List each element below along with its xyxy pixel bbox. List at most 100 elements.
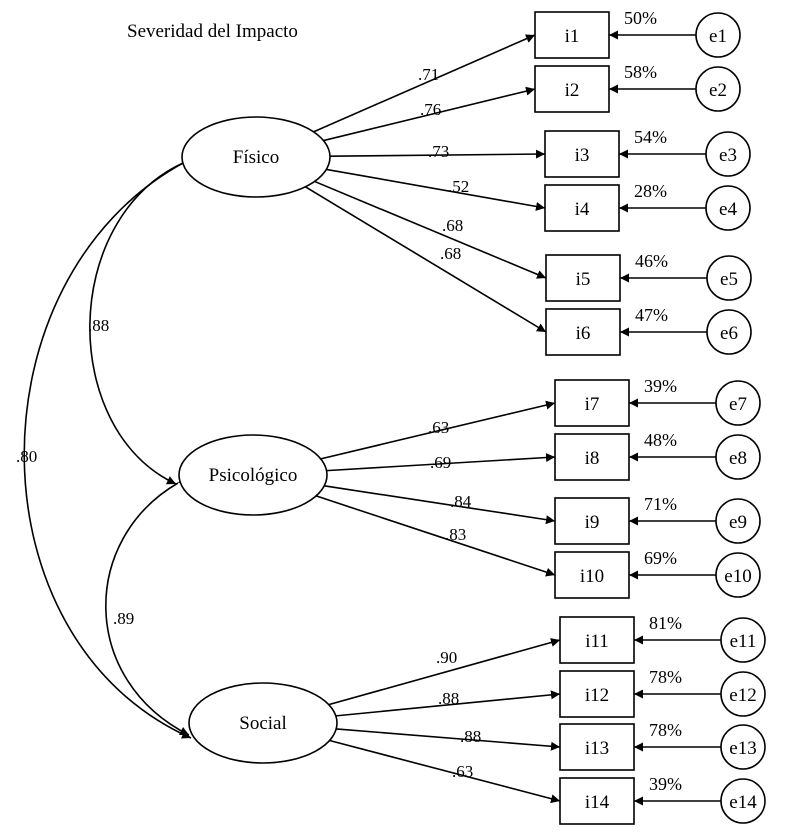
loading-label: .63 (428, 418, 449, 437)
error-term-circle (706, 255, 752, 301)
r-squared-label: 46% (635, 251, 668, 271)
correlation-label: .89 (113, 609, 134, 628)
indicator-label: i7 (585, 394, 600, 415)
correlation-arc (105, 474, 190, 736)
diagram-title: Severidad del Impacto (127, 21, 298, 42)
error-term-label: e8 (729, 448, 747, 469)
r-squared-label: 78% (649, 667, 682, 687)
loading-arrow (320, 400, 556, 460)
loading-label: .88 (460, 727, 481, 746)
indicator-label: i5 (576, 269, 591, 290)
error-term-circle (715, 434, 761, 480)
r-squared-label: 39% (644, 376, 677, 396)
indicator-label: i2 (565, 80, 580, 101)
loading-label: .88 (438, 689, 459, 708)
loading-label: .69 (430, 453, 451, 472)
error-term-label: e10 (724, 566, 751, 587)
indicator-box (545, 308, 621, 356)
loading-arrow (326, 453, 556, 472)
loading-arrow (329, 739, 561, 804)
latent-factor-label: Psicológico (209, 465, 298, 486)
r-squared-label: 47% (635, 305, 668, 325)
loading-arrow (326, 168, 546, 211)
error-term-label: e1 (709, 26, 727, 47)
error-term-label: e7 (729, 394, 747, 415)
error-term-circle (715, 498, 761, 544)
loading-label: .52 (448, 177, 469, 196)
error-term-label: e11 (730, 631, 757, 652)
latent-factor-label: Social (239, 713, 287, 734)
indicator-label: i4 (575, 199, 590, 220)
latent-factor-label: Físico (233, 147, 279, 168)
loading-arrow (329, 149, 546, 159)
loading-arrow (313, 34, 536, 133)
error-term-circle (695, 12, 741, 58)
error-term-circle (706, 309, 752, 355)
indicator-label: i13 (585, 738, 609, 759)
error-term-label: e4 (719, 199, 737, 220)
loading-label: .63 (452, 762, 473, 781)
r-squared-label: 39% (649, 774, 682, 794)
indicator-label: i9 (585, 512, 600, 533)
indicator-label: i8 (585, 448, 600, 469)
error-term-label: e3 (719, 145, 737, 166)
r-squared-label: 50% (624, 8, 657, 28)
correlation-arc (89, 155, 194, 485)
correlation-label: .80 (16, 447, 37, 466)
loading-arrow (315, 495, 556, 577)
indicator-label: i12 (585, 685, 609, 706)
loading-label: .73 (428, 142, 449, 161)
indicator-label: i11 (585, 631, 609, 652)
correlation-arc (23, 154, 194, 739)
indicator-box (554, 497, 630, 545)
r-squared-label: 69% (644, 548, 677, 568)
error-term-circle (715, 552, 761, 598)
loading-arrow (304, 186, 547, 333)
error-term-label: e6 (720, 323, 738, 344)
r-squared-label: 78% (649, 720, 682, 740)
indicator-box (544, 130, 620, 178)
error-term-circle (705, 131, 751, 177)
r-squared-label: 81% (649, 613, 682, 633)
loading-label: .76 (420, 100, 441, 119)
indicator-label: i6 (576, 323, 591, 344)
error-term-circle (720, 724, 766, 770)
error-term-label: e14 (729, 792, 757, 813)
error-term-label: e13 (729, 738, 756, 759)
error-term-label: e5 (720, 269, 738, 290)
correlation-label: .88 (88, 316, 109, 335)
indicator-box (559, 777, 635, 825)
indicator-label: i14 (585, 792, 610, 813)
error-term-circle (720, 671, 766, 717)
latent-factor-ellipse (178, 434, 328, 516)
loading-label: .90 (436, 648, 457, 667)
indicator-box (559, 670, 635, 718)
indicator-label: i1 (565, 26, 580, 47)
indicator-box (534, 11, 610, 59)
error-term-circle (705, 185, 751, 231)
loading-label: .71 (418, 65, 439, 84)
r-squared-label: 48% (644, 430, 677, 450)
loading-arrow (323, 86, 536, 142)
loading-arrow (328, 638, 561, 706)
error-term-circle (720, 617, 766, 663)
loading-label: .68 (442, 216, 463, 235)
indicator-box (534, 65, 610, 113)
r-squared-label: 54% (634, 127, 667, 147)
indicator-box (559, 723, 635, 771)
error-term-circle (720, 778, 766, 824)
loading-label: .68 (440, 244, 461, 263)
error-term-label: e12 (729, 685, 756, 706)
r-squared-label: 58% (624, 62, 657, 82)
loading-arrow (336, 728, 561, 751)
loading-label: .83 (445, 525, 466, 544)
indicator-box (554, 551, 630, 599)
r-squared-label: 71% (644, 494, 677, 514)
indicator-box (554, 379, 630, 427)
loading-label: .84 (450, 492, 472, 511)
latent-factor-ellipse (188, 682, 338, 764)
error-term-label: e2 (709, 80, 727, 101)
error-term-circle (715, 380, 761, 426)
